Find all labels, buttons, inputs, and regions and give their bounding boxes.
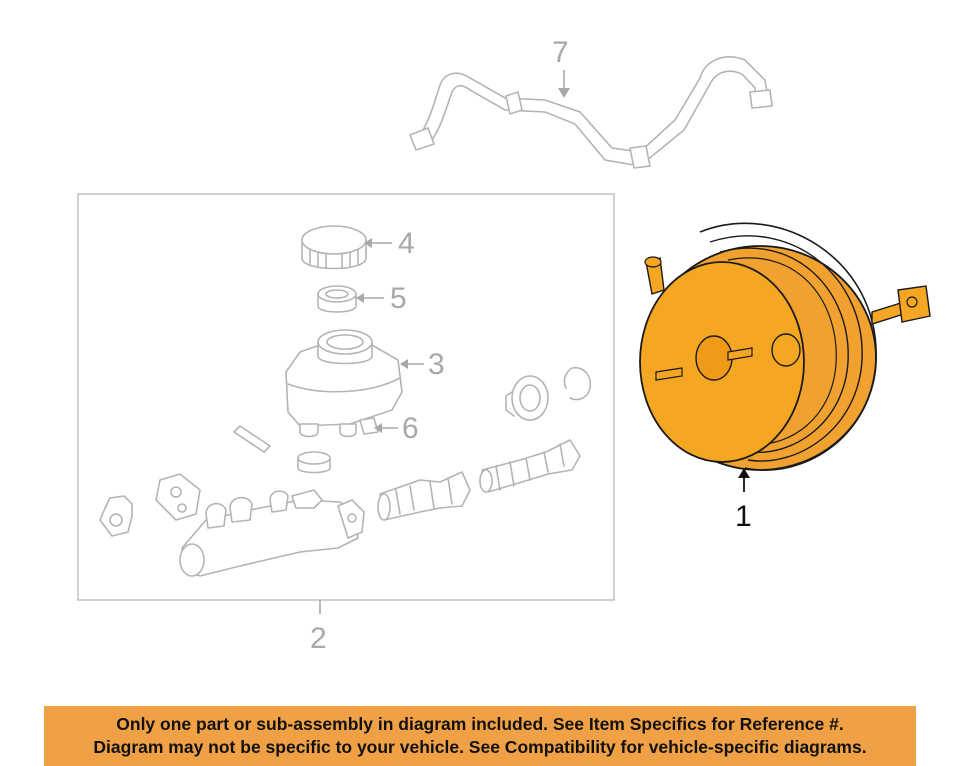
sensor-part-6: 6 xyxy=(359,412,419,445)
callout-4: 4 xyxy=(398,227,415,260)
pin xyxy=(233,425,271,453)
vacuum-hose-part-7: 7 xyxy=(409,36,773,169)
callout-6: 6 xyxy=(402,412,419,445)
primary-piston xyxy=(377,471,471,521)
callout-7: 7 xyxy=(552,36,569,69)
snap-ring xyxy=(563,366,592,401)
secondary-piston xyxy=(479,439,581,493)
cup-seal xyxy=(297,451,331,474)
disclaimer-line-2: Diagram may not be specific to your vehi… xyxy=(93,737,867,757)
seal-ring xyxy=(505,375,549,421)
callout-1: 1 xyxy=(735,500,752,533)
grommet-part-5: 5 xyxy=(317,282,407,315)
master-cylinder-body xyxy=(179,489,365,577)
nut xyxy=(99,495,133,537)
reservoir-cap-part-4: 4 xyxy=(301,225,415,270)
master-cylinder-assembly-part-2: 2 4 5 xyxy=(77,193,615,655)
parts-diagram: 7 2 4 5 xyxy=(77,36,931,655)
callout-5: 5 xyxy=(390,282,407,315)
gasket xyxy=(155,473,201,521)
disclaimer-line-1: Only one part or sub-assembly in diagram… xyxy=(116,714,844,734)
brake-booster-part-1: 1 xyxy=(639,222,931,533)
disclaimer-banner: Only one part or sub-assembly in diagram… xyxy=(44,706,916,766)
callout-2: 2 xyxy=(310,622,327,655)
callout-3: 3 xyxy=(428,348,445,381)
reservoir-part-3: 3 xyxy=(285,329,445,438)
